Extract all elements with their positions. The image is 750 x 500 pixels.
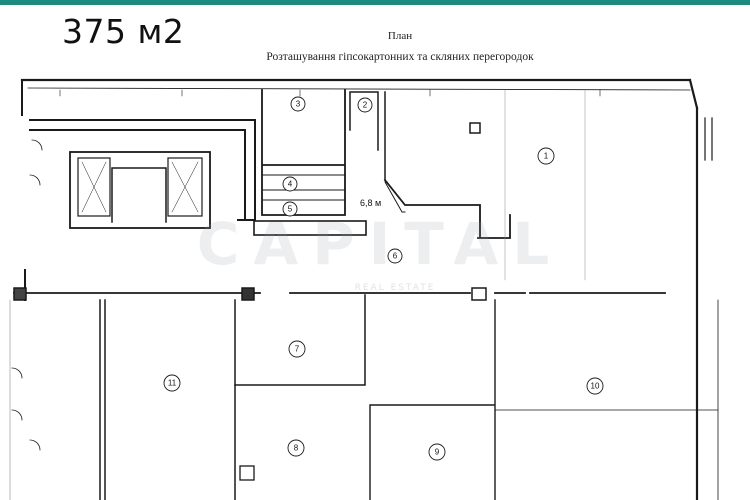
room-number-1: 1 bbox=[544, 152, 549, 161]
area-label: 375 м2 bbox=[62, 12, 185, 51]
room-number-8: 8 bbox=[294, 444, 299, 453]
room-number-5: 5 bbox=[288, 205, 293, 214]
room-number-4: 4 bbox=[288, 180, 293, 189]
room-number-7: 7 bbox=[295, 345, 300, 354]
room-number-10: 10 bbox=[591, 382, 600, 391]
room-number-11: 11 bbox=[168, 379, 177, 388]
top-accent-bar bbox=[0, 0, 750, 5]
room-number-9: 9 bbox=[435, 448, 440, 457]
plan-title: План bbox=[387, 30, 413, 42]
room-number-2: 2 bbox=[363, 101, 368, 110]
room-markers bbox=[163, 96, 604, 461]
plan-subtitle: Розташування гіпсокартонних та скляних п… bbox=[266, 51, 534, 63]
room-number-3: 3 bbox=[296, 100, 301, 109]
room-number-6: 6 bbox=[393, 252, 398, 261]
room-height-label: 6,8 м bbox=[360, 198, 381, 208]
